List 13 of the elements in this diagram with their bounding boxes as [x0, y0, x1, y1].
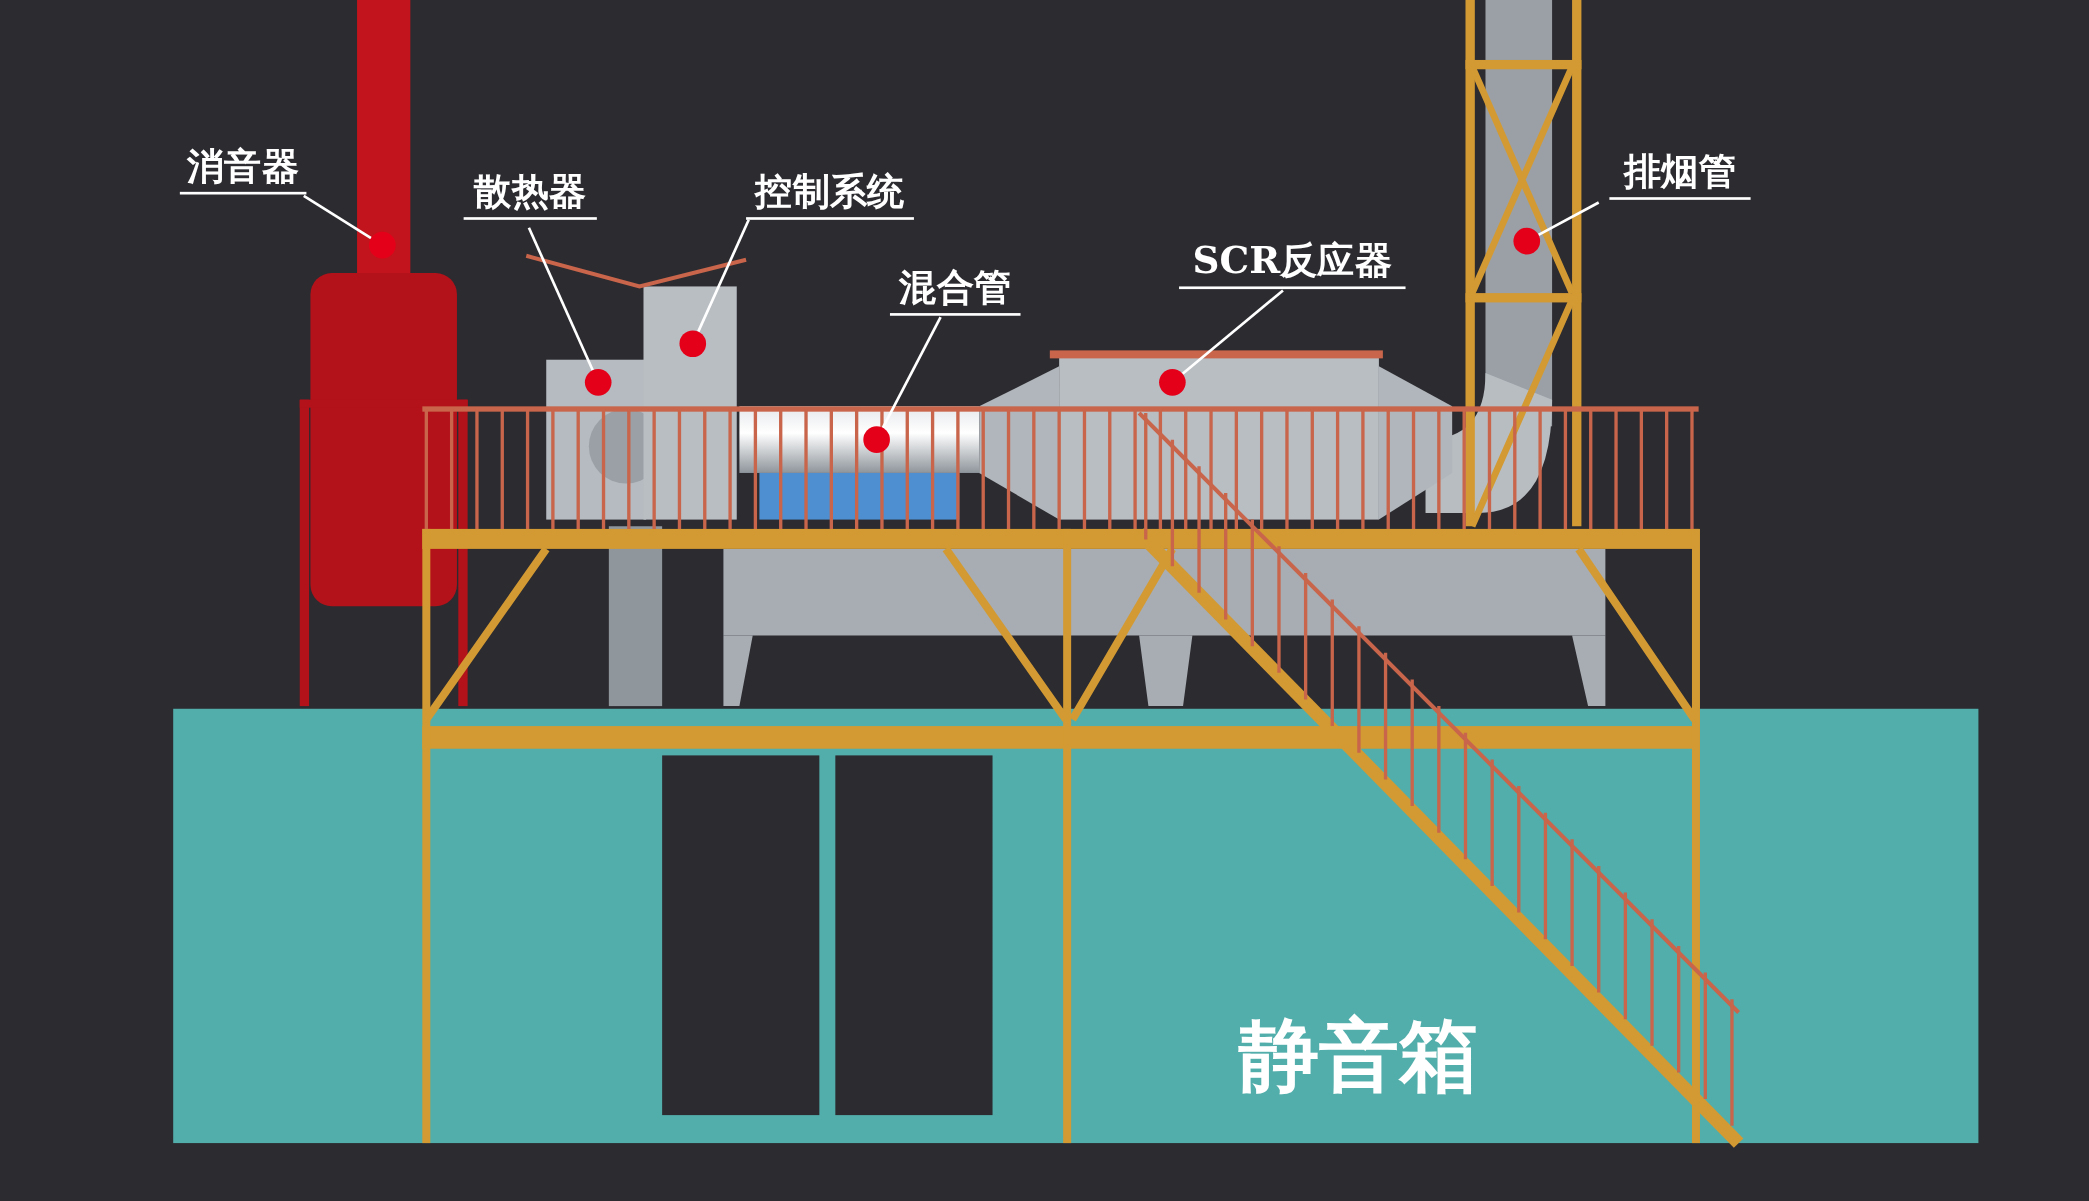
part-label: 消音器 [179, 143, 307, 195]
silencer-enclosure [173, 708, 1979, 1144]
leader-line [881, 316, 942, 429]
leader-line [1537, 201, 1600, 236]
enclosure-label: 静音箱 [1239, 1008, 1479, 1102]
part-label: 控制系统 [746, 169, 914, 220]
part-label: 排烟管 [1609, 149, 1751, 200]
leader-line [527, 227, 594, 371]
part-label: 散热器 [463, 169, 597, 220]
leader-line [697, 219, 750, 333]
leader-line [1181, 289, 1284, 375]
part-label: SCR反应器 [1179, 238, 1406, 290]
part-label: 混合管 [889, 265, 1021, 316]
